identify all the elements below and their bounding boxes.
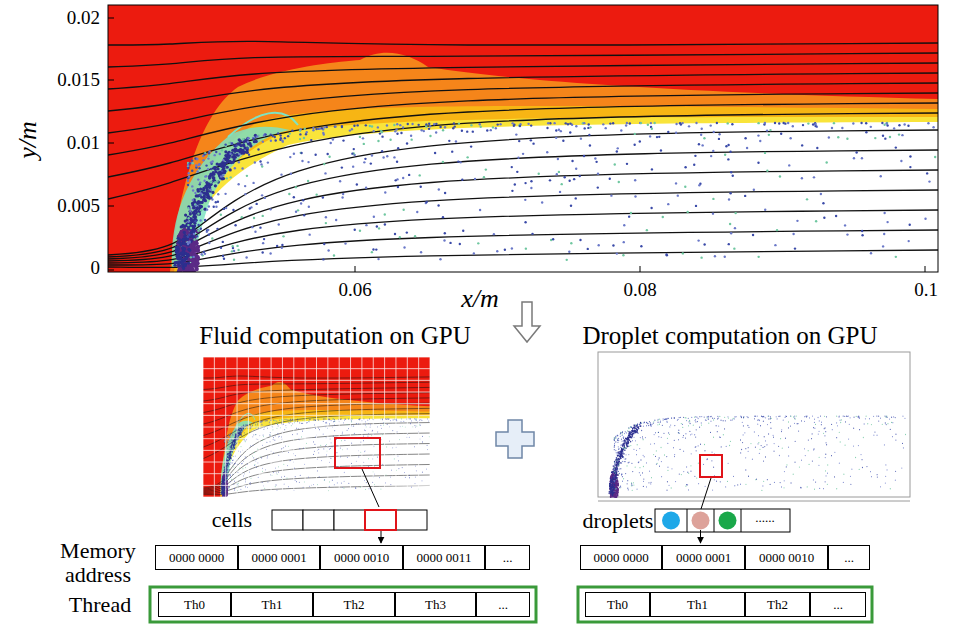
memory-address: 0000 0001 bbox=[251, 551, 306, 564]
droplet-array bbox=[655, 509, 790, 532]
memory-cell: ... bbox=[828, 545, 870, 570]
thread-box: Th2 bbox=[745, 592, 810, 617]
row-label: Thread bbox=[69, 593, 131, 617]
memory-cell: 0000 0011 bbox=[403, 545, 485, 570]
memory-address: ... bbox=[503, 551, 513, 564]
axis-tick-holder: 0.02 bbox=[67, 8, 100, 29]
ellipsis-holder: ...... bbox=[755, 511, 775, 525]
row-label-holder: cells bbox=[212, 508, 252, 532]
row-label: Memory address bbox=[56, 539, 140, 587]
droplet-thumbnail bbox=[598, 352, 910, 501]
axis-title: y/m bbox=[14, 121, 43, 159]
axis-tick: 0.08 bbox=[623, 280, 656, 301]
row-label: droplets bbox=[583, 509, 654, 533]
axis-tick-holder: 0 bbox=[91, 258, 101, 279]
section-heading: Fluid computation on GPU bbox=[199, 322, 471, 350]
thread-box: ... bbox=[476, 592, 530, 617]
thread-box: Th0 bbox=[158, 592, 231, 617]
row-label-holder: Memory address bbox=[56, 539, 140, 587]
axis-title-holder: y/m bbox=[14, 121, 43, 159]
memory-address: 0000 0011 bbox=[417, 551, 472, 564]
thread-name: Th3 bbox=[425, 598, 446, 611]
ellipsis: ...... bbox=[755, 511, 775, 525]
thread-name: Th0 bbox=[607, 598, 628, 611]
memory-cell: ... bbox=[485, 545, 530, 570]
axis-tick: 0.02 bbox=[67, 8, 100, 29]
memory-cell: 0000 0001 bbox=[662, 545, 745, 570]
axis-tick-holder: 0.1 bbox=[914, 280, 938, 301]
axis-tick-holder: 0.06 bbox=[338, 280, 371, 301]
leader-lines bbox=[362, 469, 711, 543]
memory-address: ... bbox=[844, 551, 854, 564]
axis-tick: 0.005 bbox=[57, 196, 100, 217]
thread-box: Th1 bbox=[231, 592, 313, 617]
axis-title: x/m bbox=[461, 285, 499, 314]
memory-cell: 0000 0010 bbox=[745, 545, 828, 570]
thread-box: Th3 bbox=[395, 592, 476, 617]
axis-tick: 0.1 bbox=[914, 280, 938, 301]
thread-name: Th1 bbox=[687, 598, 708, 611]
thread-name: Th0 bbox=[184, 598, 205, 611]
thread-box: Th0 bbox=[585, 592, 650, 617]
memory-cell: 0000 0010 bbox=[320, 545, 403, 570]
row-label-holder: droplets bbox=[583, 509, 654, 533]
memory-address: 0000 0010 bbox=[334, 551, 389, 564]
axis-tick: 0.015 bbox=[57, 70, 100, 91]
row-label-holder: Thread bbox=[69, 593, 131, 617]
memory-cell: 0000 0000 bbox=[155, 545, 238, 570]
thread-bar bbox=[150, 587, 872, 622]
plot-axes bbox=[108, 5, 938, 272]
down-arrow bbox=[514, 302, 540, 342]
memory-address: 0000 0000 bbox=[169, 551, 224, 564]
memory-cell: 0000 0000 bbox=[580, 545, 662, 570]
memory-address: 0000 0001 bbox=[676, 551, 731, 564]
thread-name: ... bbox=[498, 598, 508, 611]
cell-array bbox=[272, 510, 427, 530]
section-heading: Droplet computation on GPU bbox=[582, 322, 877, 350]
thread-name: Th2 bbox=[767, 598, 788, 611]
memory-address: 0000 0000 bbox=[593, 551, 648, 564]
memory-address: 0000 0010 bbox=[759, 551, 814, 564]
axis-title-holder: x/m bbox=[461, 285, 499, 314]
row-label: cells bbox=[212, 508, 252, 532]
section-heading-holder: Droplet computation on GPU bbox=[582, 322, 877, 350]
plus-sign bbox=[496, 420, 534, 458]
axis-tick: 0 bbox=[91, 258, 101, 279]
axis-tick: 0.01 bbox=[67, 133, 100, 154]
thread-box: Th2 bbox=[313, 592, 395, 617]
fluid-thumbnail bbox=[203, 357, 430, 498]
section-heading-holder: Fluid computation on GPU bbox=[199, 322, 471, 350]
axis-tick-holder: 0.08 bbox=[623, 280, 656, 301]
memory-cell: 0000 0001 bbox=[238, 545, 320, 570]
axis-tick-holder: 0.015 bbox=[57, 70, 100, 91]
thread-name: Th2 bbox=[344, 598, 365, 611]
thread-box: Th1 bbox=[650, 592, 745, 617]
axis-tick: 0.06 bbox=[338, 280, 371, 301]
axis-tick-holder: 0.005 bbox=[57, 196, 100, 217]
axis-tick-holder: 0.01 bbox=[67, 133, 100, 154]
thread-name: ... bbox=[833, 598, 843, 611]
thread-box: ... bbox=[810, 592, 866, 617]
thread-name: Th1 bbox=[262, 598, 283, 611]
